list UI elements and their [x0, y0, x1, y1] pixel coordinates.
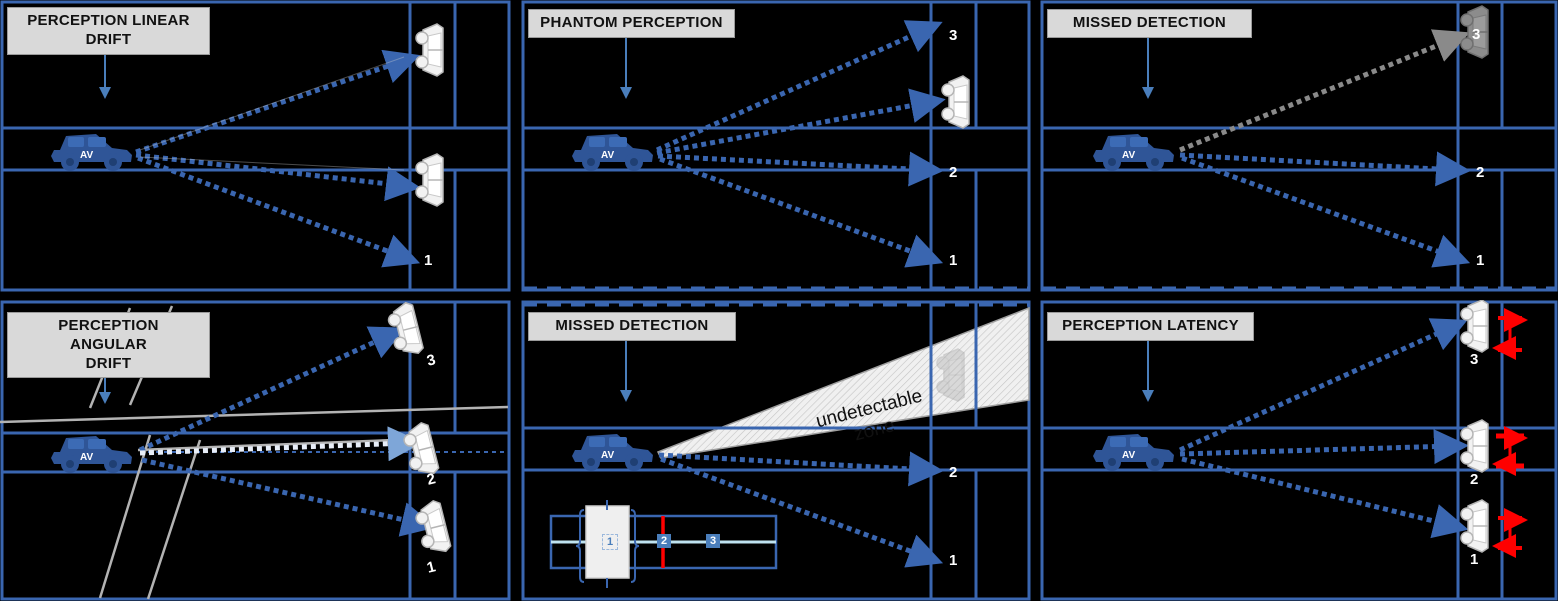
inset-number: 2: [657, 534, 672, 549]
panel-title: PERCEPTION LATENCY: [1047, 312, 1254, 341]
track-number: 2: [949, 464, 958, 481]
undetected-vehicle-icon: [936, 348, 965, 402]
track-number: 2: [1476, 164, 1485, 181]
detected-vehicle-icon: [387, 301, 424, 355]
panel-title: PERCEPTION LINEAR DRIFT: [7, 7, 210, 55]
latency-marker: [1492, 426, 1528, 476]
ego-vehicle-icon: [572, 134, 653, 171]
latency-marker: [1492, 508, 1528, 558]
ego-vehicle-icon: [1093, 134, 1174, 171]
ego-vehicle-icon: [51, 436, 132, 473]
track-number: 2: [1470, 471, 1479, 488]
track-number: 3: [949, 27, 958, 44]
panel-perception-angular-drift: PERCEPTION ANGULAR DRIFT AV 3 2 1: [0, 300, 511, 601]
detected-vehicle-icon: [403, 421, 440, 475]
track-number: 1: [1470, 551, 1479, 568]
detected-vehicle-icon: [415, 499, 452, 553]
ego-vehicle-icon: [1093, 434, 1174, 471]
panel-title: MISSED DETECTION: [1047, 9, 1252, 38]
track-number: 1: [949, 252, 958, 269]
detected-vehicle-icon: [415, 23, 444, 77]
latency-marker: [1492, 308, 1528, 360]
panel-perception-latency: PERCEPTION LATENCY AV 3 2 1: [1040, 300, 1558, 601]
detected-vehicle-icon: [1460, 300, 1489, 353]
detected-vehicle-icon: [1460, 419, 1489, 473]
inset-number: 3: [706, 534, 721, 549]
track-number: 2: [949, 164, 958, 181]
ghost-track-number: 3: [1472, 26, 1481, 43]
panel-title: PHANTOM PERCEPTION: [528, 9, 735, 38]
track-number: 3: [1470, 351, 1479, 368]
inset-occluded-number: 1: [602, 534, 619, 551]
ego-vehicle-icon: [572, 434, 653, 471]
track-number: 1: [424, 252, 433, 269]
panel-title: MISSED DETECTION: [528, 312, 736, 341]
panel-phantom-perception: PHANTOM PERCEPTION AV 3 2 1: [521, 0, 1031, 292]
panel-missed-detection-bottom: MISSED DETECTION AV undetectable zone 2 …: [521, 300, 1031, 601]
occlusion-inset: [549, 500, 778, 588]
panel-missed-detection-top: MISSED DETECTION AV 3 2 1: [1040, 0, 1558, 292]
detected-vehicle-icon: [415, 153, 444, 207]
panel-perception-linear-drift: PERCEPTION LINEAR DRIFT AV 1: [0, 0, 511, 292]
panel-title: PERCEPTION ANGULAR DRIFT: [7, 312, 210, 379]
ego-vehicle-icon: [51, 134, 132, 171]
track-number: 1: [949, 552, 958, 569]
detected-vehicle-icon: [941, 75, 970, 129]
undetected-vehicle-icon: [1460, 5, 1489, 59]
detected-vehicle-icon: [1460, 499, 1489, 553]
track-number: 1: [1476, 252, 1485, 269]
